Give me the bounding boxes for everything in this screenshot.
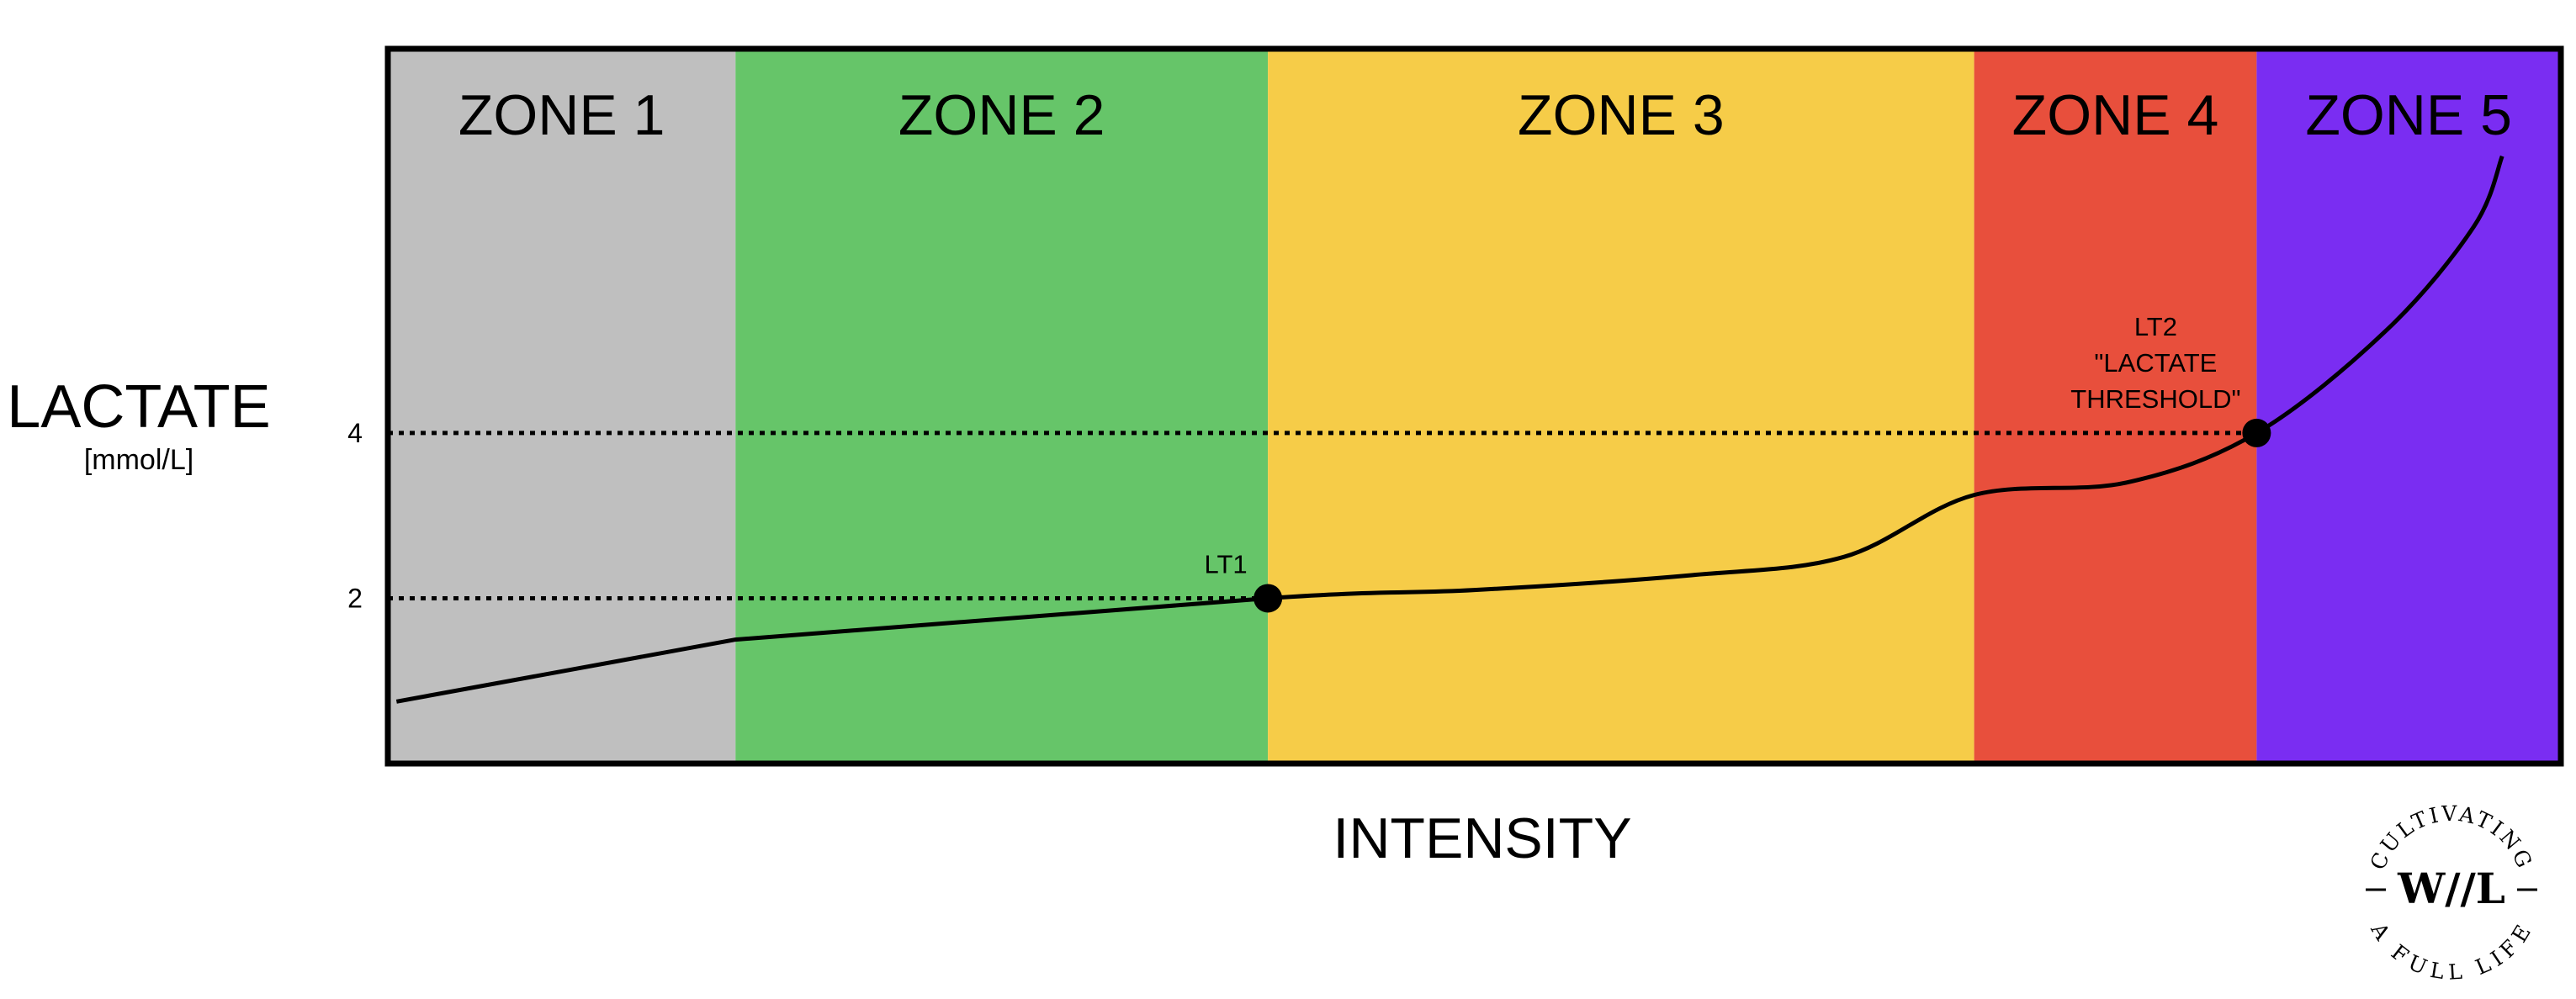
zone-band-1 (388, 49, 736, 764)
y-tick-2: 2 (347, 583, 363, 613)
zone-label-3: ZONE 3 (1518, 83, 1725, 147)
y-axis-label: LACTATE (7, 373, 270, 441)
zone-band-2 (735, 49, 1269, 764)
zone-band-4 (1974, 49, 2257, 764)
brand-logo: CULTIVATING W//L A FULL LIFE (2366, 801, 2538, 985)
threshold-points: LT1 LT2 "LACTATE THRESHOLD" (1205, 312, 2271, 613)
lt1-label-line-1: LT1 (1205, 549, 1248, 579)
zone-bands: ZONE 1 ZONE 2 ZONE 3 ZONE 4 ZONE 5 (388, 49, 2561, 764)
logo-top-text: CULTIVATING (2366, 801, 2538, 874)
lt1-point (1254, 584, 1283, 613)
plot-frame (384, 45, 2564, 767)
y-axis-unit: [mmol/L] (84, 444, 193, 476)
lt2-label-line-2: "LACTATE (2094, 348, 2217, 378)
zone-label-2: ZONE 2 (898, 83, 1105, 147)
logo-monogram: W//L (2397, 864, 2505, 913)
y-tick-4: 4 (347, 418, 363, 448)
zone-label-4: ZONE 4 (2012, 83, 2219, 147)
lactate-curve (395, 155, 2504, 704)
lt2-label-line-1: LT2 (2134, 312, 2177, 341)
lt2-point (2242, 418, 2271, 447)
x-axis-label: INTENSITY (1333, 806, 1631, 870)
threshold-reference-lines (388, 431, 2257, 600)
lt2-label-line-3: THRESHOLD" (2070, 384, 2240, 414)
zone-label-1: ZONE 1 (458, 83, 665, 147)
zone-band-3 (1268, 49, 1974, 764)
y-tick-labels: 24 (347, 418, 363, 614)
lactate-curve-line-0 (395, 155, 2504, 704)
logo-bottom-text: A FULL LIFE (2366, 918, 2536, 985)
zone-band-5 (2256, 49, 2561, 764)
zone-label-5: ZONE 5 (2305, 83, 2512, 147)
